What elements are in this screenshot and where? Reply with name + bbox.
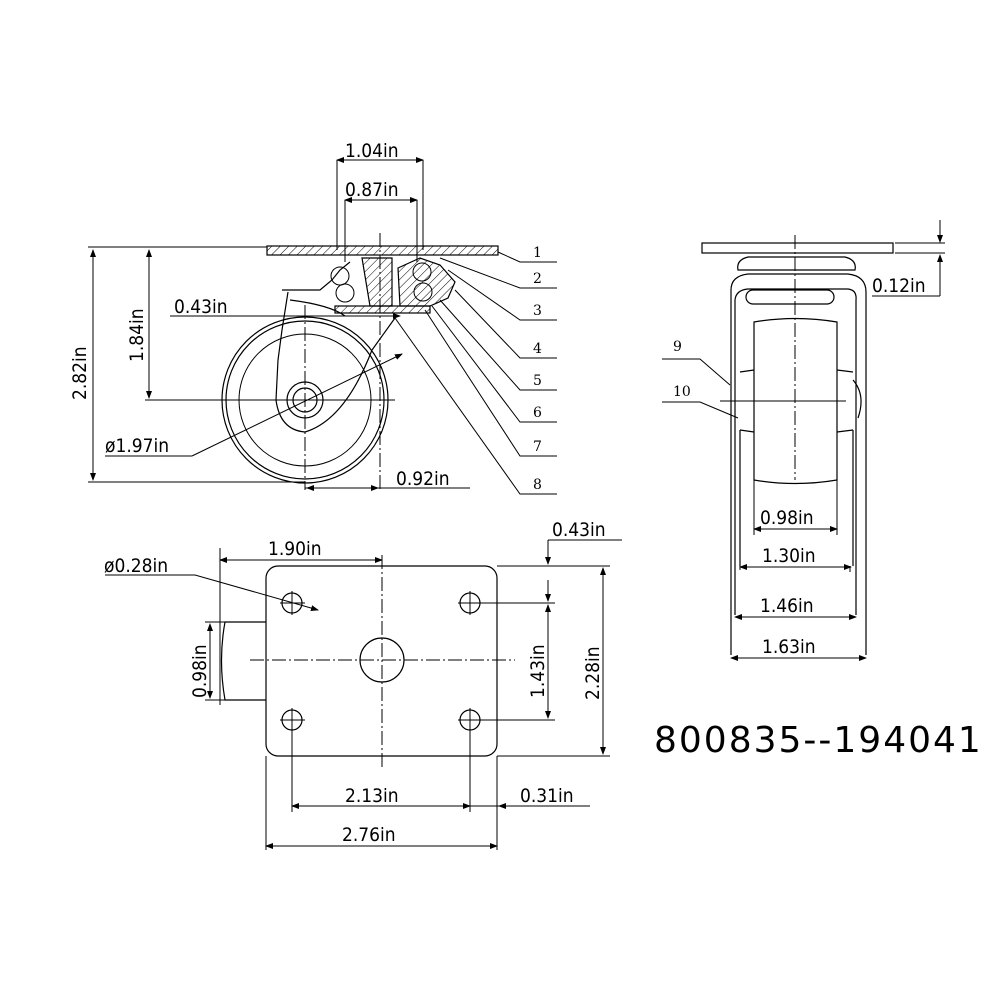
- dim-edge-y: 0.43in: [552, 519, 606, 541]
- kingpin: [361, 257, 393, 307]
- dim-height-total: 2.82in: [69, 346, 91, 400]
- front-view: 0.98in 1.30in 1.46in 1.63in 0.12in 9 10: [662, 220, 945, 661]
- part-number-2: 2: [533, 271, 542, 287]
- part-number-8: 8: [533, 477, 542, 493]
- fork-inner: [734, 288, 857, 615]
- dim-height-axle: 1.84in: [126, 308, 148, 362]
- dim-side: 0.98in: [189, 644, 211, 698]
- part-number-7: 7: [533, 439, 542, 455]
- dim-offset: 0.43in: [174, 296, 228, 318]
- part-number-5: 5: [533, 373, 542, 389]
- dim-hole-diameter: ø0.28in: [104, 555, 168, 577]
- part-number-4: 4: [533, 341, 542, 357]
- part-number-3: 3: [533, 303, 542, 319]
- part-number-6: 6: [533, 405, 542, 421]
- dim-hole-spacing-y: 1.43in: [527, 644, 549, 698]
- part-number-label: 800835--194041: [654, 720, 983, 761]
- dim-edge-x: 0.31in: [520, 785, 574, 807]
- side-view: 1.04in 0.87in 2.82in 1.84in 0.43in ø1.97…: [69, 140, 557, 495]
- fork-leg: [275, 291, 396, 433]
- part-number-9: 9: [673, 339, 682, 355]
- front-top-plate: [701, 242, 894, 254]
- plate-side-profile: [220, 621, 266, 701]
- dim-plate-length: 2.28in: [582, 646, 604, 700]
- fork-outer: [730, 273, 867, 655]
- dim-swivel-offset: 0.92in: [396, 468, 450, 490]
- bearing-housing: [397, 257, 456, 307]
- dim-plate-thickness: 0.12in: [872, 275, 926, 297]
- dim-hole-spacing-x: 2.13in: [345, 785, 399, 807]
- part-number-10: 10: [673, 384, 691, 400]
- dim-hole-x: 1.90in: [268, 538, 322, 560]
- dim-outer-fork: 1.63in: [762, 636, 816, 658]
- dim-inner-fork: 1.30in: [762, 545, 816, 567]
- plate-view: 1.90in ø0.28in 0.43in 1.43in 2.28in 0.98…: [104, 519, 622, 850]
- part-number-1: 1: [533, 245, 542, 261]
- dim-fork: 1.46in: [760, 595, 814, 617]
- swivel-head: [737, 256, 856, 271]
- dim-plate-width: 2.76in: [342, 824, 396, 846]
- dim-wheel-diameter: ø1.97in: [105, 435, 169, 457]
- dim-wheel-width: 0.98in: [760, 507, 814, 529]
- dim-top-outer: 1.04in: [345, 140, 399, 162]
- lower-race: [334, 305, 431, 314]
- top-plate: [266, 245, 499, 256]
- dim-top-inner: 0.87in: [345, 179, 399, 201]
- part-callouts: 1 2 3 4 5 6 7 8: [394, 245, 557, 495]
